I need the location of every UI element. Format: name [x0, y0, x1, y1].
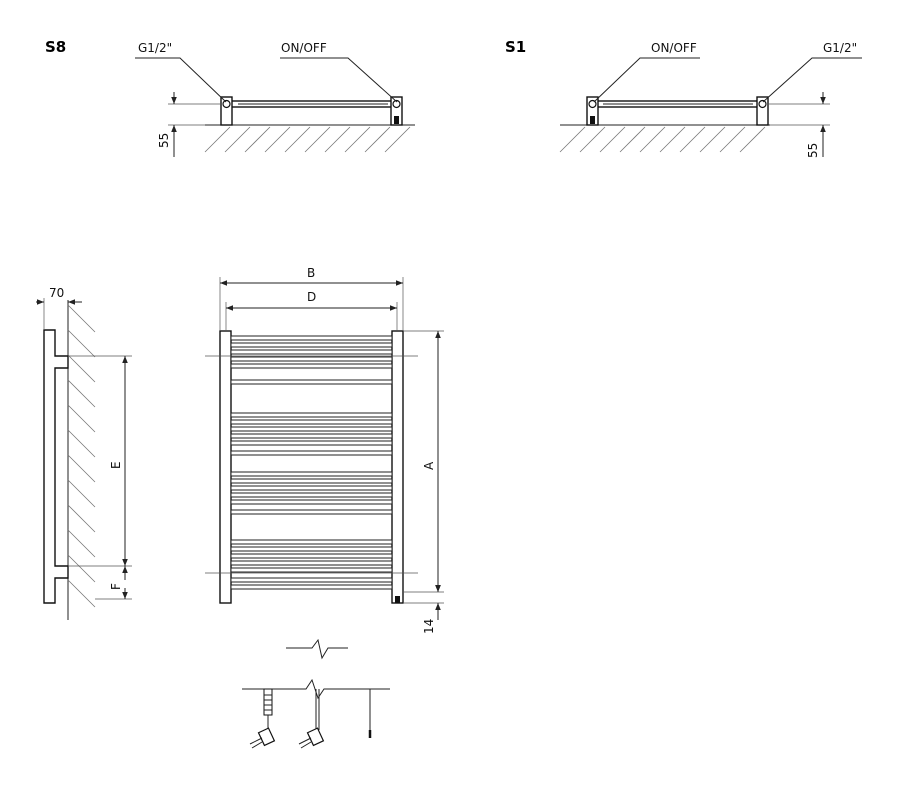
s1-top-view: S1 ON/OFF G1/2" 55 — [505, 38, 862, 158]
s1-offset-label: 55 — [806, 143, 820, 158]
element-base-line — [242, 678, 390, 700]
s8-offset-label: 55 — [157, 133, 171, 148]
straight-cable-plug-icon — [298, 689, 325, 749]
s1-wall-hatch — [559, 124, 770, 153]
s1-right-bracket — [756, 96, 769, 126]
s8-valve-leader — [135, 57, 227, 103]
s8-switch-leader — [280, 57, 398, 103]
s8-switch-label: ON/OFF — [281, 41, 327, 55]
s8-wall-hatch — [204, 124, 415, 153]
s8-valve-icon — [222, 99, 231, 109]
s8-top-view: S8 G1/2" ON/OFF — [45, 38, 415, 157]
side-radiator-profile — [43, 329, 69, 604]
s1-valve-label: G1/2" — [823, 41, 857, 55]
front-view: B D A 14 — [205, 266, 444, 634]
s1-switch-label: ON/OFF — [651, 41, 697, 55]
s1-title: S1 — [505, 38, 526, 56]
s8-title: S8 — [45, 38, 66, 56]
side-view: 70 E F — [36, 286, 132, 620]
coiled-cable-plug-icon — [249, 688, 276, 749]
s1-valve-leader — [762, 57, 862, 103]
s1-left-bracket — [586, 96, 599, 126]
depth-label: 70 — [49, 286, 64, 300]
side-wall-hatch — [67, 304, 96, 608]
heating-element-variants — [242, 638, 390, 749]
s8-right-bracket — [390, 96, 403, 126]
f-dimension-label: F — [109, 583, 123, 590]
s8-valve-label: G1/2" — [138, 41, 172, 55]
s8-switch-icon — [392, 99, 401, 109]
break-symbol-icon — [286, 638, 348, 660]
s1-heater-plug-icon — [590, 116, 595, 124]
s1-valve-icon — [758, 99, 767, 109]
e-dimension-label: E — [109, 461, 123, 469]
s8-left-bracket — [220, 96, 233, 126]
a-dimension-label: A — [422, 461, 436, 470]
s8-heater-plug-icon — [394, 116, 399, 124]
s1-switch-icon — [588, 99, 597, 109]
right-collector — [391, 330, 404, 604]
s1-switch-leader — [593, 57, 700, 103]
towel-rails — [230, 335, 393, 590]
heater-element-icon — [395, 596, 400, 603]
d-dimension-label: D — [307, 290, 316, 304]
b-dimension-label: B — [307, 266, 315, 280]
left-collector — [219, 330, 232, 604]
bottom-clearance-label: 14 — [422, 619, 436, 634]
